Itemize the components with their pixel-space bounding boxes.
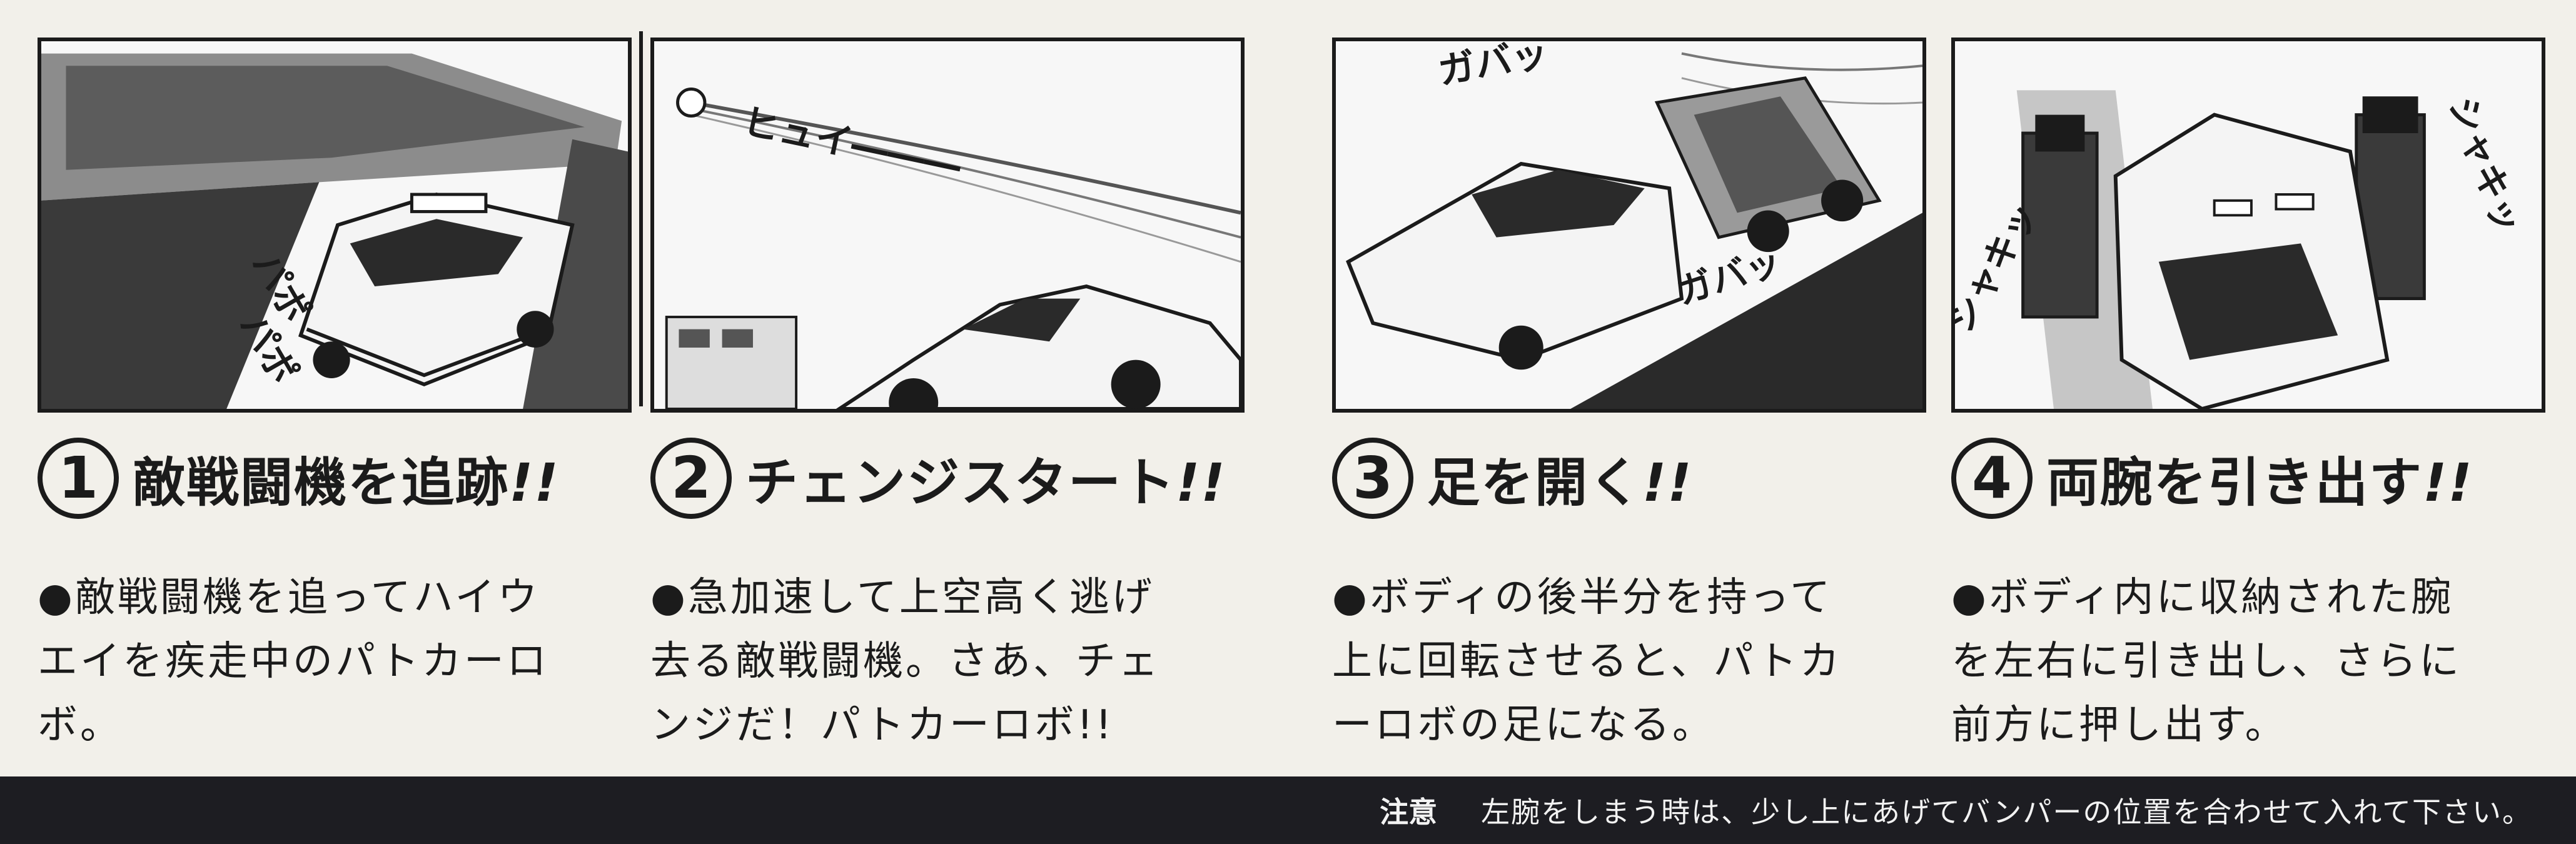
description-line: ーロボの足になる。 [1332,702,1715,748]
step-title-mark: !! [1642,451,1693,513]
caution-text: 左腕をしまう時は、少し上にあげてバンパーの位置を合わせて入れて下さい。 [1481,795,2532,829]
police-car-accelerating-icon: ヒュイ――― [654,41,1241,409]
step-2-panel: ヒュイ――― [650,38,1245,413]
step-1-panel: パポ パポ [38,38,632,413]
description-line: 上に回転させると、パトカ [1332,638,1842,685]
step-title-mark: !! [2423,451,2473,513]
panel-divider [639,31,643,406]
step-title: 敵戦闘機を追跡 [133,451,510,513]
step-number-badge: 4 [1951,438,2033,519]
description-line: ●ボディの後半分を持って [1332,575,1833,621]
description-line: ボ。 [38,702,123,748]
step-number-badge: 2 [650,438,732,519]
step-number-badge: 1 [38,438,119,519]
caution-footer: 注意 左腕をしまう時は、少し上にあげてバンパーの位置を合わせて入れて下さい。 [0,776,2576,844]
step-title-text: 足を開く!! [1427,441,1693,516]
step-2-description: ●急加速して上空高く逃げ 去る敵戦闘機。さあ、チェ ンジだ！パトカーロボ!! [650,566,1245,757]
description-line: エイを疾走中のパトカーロ [38,638,549,685]
step-title-text: 敵戦闘機を追跡!! [133,441,560,516]
police-car-chased-by-jet-icon: パポ パポ [41,41,628,409]
step-number-badge: 3 [1332,438,1413,519]
step-title-mark: !! [509,451,560,513]
description-line: ンジだ！パトカーロボ!! [650,702,1114,748]
step-title: 足を開く [1427,451,1643,513]
step-3-description: ●ボディの後半分を持って 上に回転させると、パトカ ーロボの足になる。 [1332,566,1926,757]
car-rear-rotating-icon: ガバッ ガバッ [1336,41,1922,409]
description-line: 去る敵戦闘機。さあ、チェ [650,638,1161,685]
step-4-title: 4 両腕を引き出す!! [1951,438,2473,519]
step-1-title: 1 敵戦闘機を追跡!! [38,438,560,519]
description-line: 前方に押し出す。 [1951,702,2288,748]
step-title-text: チェンジスタート!! [745,441,1226,516]
description-line: を左右に引き出し、さらに [1951,638,2462,685]
step-title-text: 両腕を引き出す!! [2046,441,2473,516]
caution-label: 注意 [1380,795,1438,829]
step-2-title: 2 チェンジスタート!! [650,438,1226,519]
description-line: ●ボディ内に収納された腕 [1951,575,2454,621]
step-4-panel: シャキッ シャキッ [1951,38,2545,413]
step-title: 両腕を引き出す [2046,451,2423,513]
arms-extending-icon: シャキッ シャキッ [1955,41,2542,409]
step-3-title: 3 足を開く!! [1332,438,1693,519]
step-3-panel: ガバッ ガバッ [1332,38,1926,413]
description-line: ●急加速して上空高く逃げ [650,575,1154,621]
step-4-description: ●ボディ内に収納された腕 を左右に引き出し、さらに 前方に押し出す。 [1951,566,2545,757]
step-1-description: ●敵戦闘機を追ってハイウ エイを疾走中のパトカーロ ボ。 [38,566,632,757]
description-line: ●敵戦闘機を追ってハイウ [38,575,540,621]
step-title: チェンジスタート [745,451,1176,513]
step-title-mark: !! [1176,451,1226,513]
